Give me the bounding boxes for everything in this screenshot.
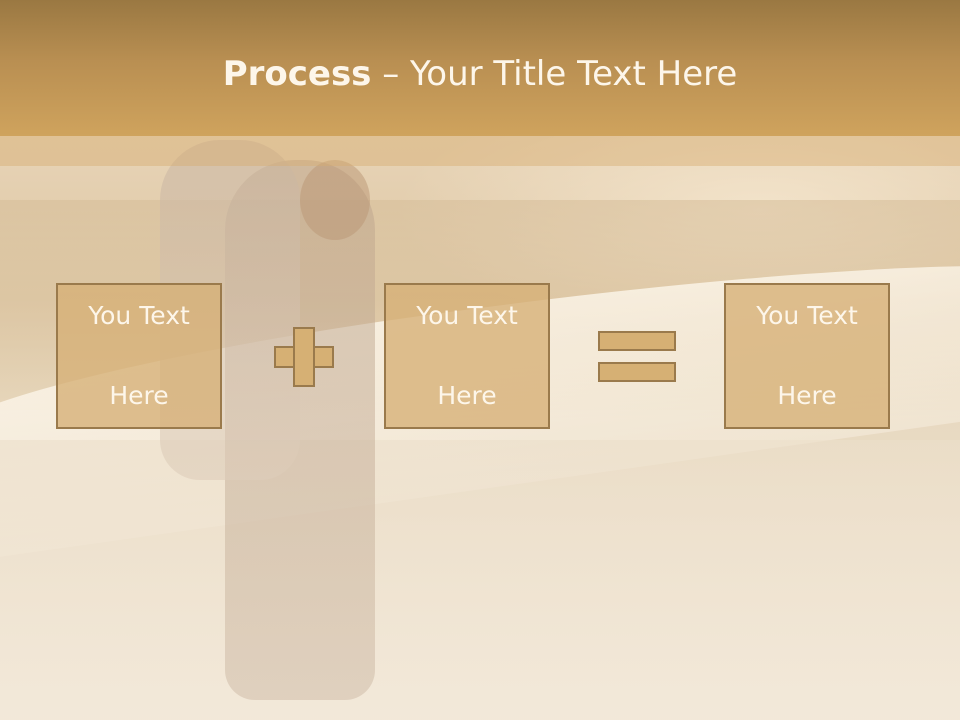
process-box-3-line2: Here [777,381,837,410]
background-couple-head [300,160,370,240]
equals-icon-top-bar [598,331,676,351]
title-strip [0,136,960,166]
equals-icon [598,331,676,383]
process-box-1-line1: You Text [88,301,190,330]
slide-title[interactable]: Process – Your Title Text Here [0,54,960,94]
process-box-1-line2: Here [109,381,169,410]
process-box-3-line1: You Text [756,301,858,330]
slide-title-rest: – Your Title Text Here [371,54,738,94]
title-band [0,0,960,136]
background-sand [0,440,960,720]
plus-icon-center [295,348,313,366]
process-box-2-line1: You Text [416,301,518,330]
plus-icon [274,327,334,387]
equals-icon-bottom-bar [598,362,676,382]
process-box-2-line2: Here [437,381,497,410]
slide-title-bold: Process [222,54,372,94]
